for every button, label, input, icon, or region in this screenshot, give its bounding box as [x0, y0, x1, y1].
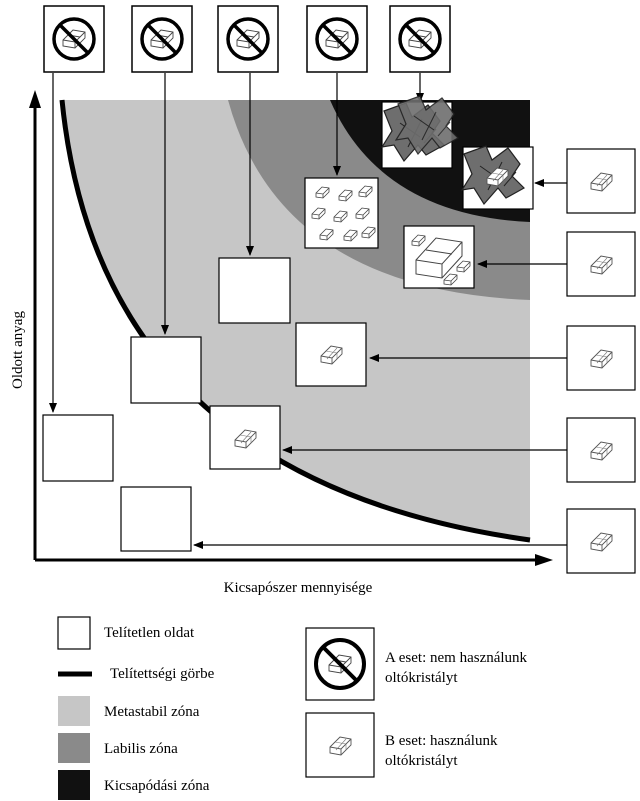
seed-crystal-icon — [566, 508, 636, 574]
axes — [29, 90, 553, 566]
prohibited-crystal-icon — [389, 5, 451, 73]
case-a-text: A eset: nem használunk oltókristályt — [385, 648, 585, 688]
y-axis-label: Oldott anyag — [10, 311, 26, 389]
legend-label-labile: Labilis zóna — [104, 741, 178, 757]
legend-swatch-metastable — [58, 696, 90, 726]
result-clear-2 — [130, 336, 202, 404]
result-crystal-1 — [295, 322, 367, 387]
x-axis-label: Kicsapószer mennyisége — [224, 580, 373, 596]
case-a-line-1: A eset: nem használunk — [385, 650, 528, 666]
result-crystal-2 — [209, 405, 281, 470]
case-a-line-2: oltókristályt — [385, 670, 458, 686]
result-amorphous-2 — [461, 145, 534, 210]
legend-swatch-unsaturated — [57, 616, 91, 650]
result-clear-4 — [120, 486, 192, 552]
result-clear-3 — [218, 257, 291, 324]
legend-label-metastable: Metastabil zóna — [104, 704, 200, 720]
seed-crystal-icon — [566, 325, 636, 391]
case-a-boxes — [43, 5, 451, 73]
seed-crystal-icon — [566, 148, 636, 214]
legend-label-precipitation: Kicsapódási zóna — [104, 778, 210, 794]
seed-crystal-icon — [566, 417, 636, 483]
case-b-legend-icon — [305, 712, 375, 778]
case-b-arrows — [193, 179, 567, 549]
result-many-crystals — [304, 177, 379, 249]
legend-swatch-labile — [58, 733, 90, 763]
prohibited-crystal-icon — [131, 5, 193, 73]
case-a-legend-icon — [305, 627, 375, 701]
prohibited-crystal-icon — [43, 5, 105, 73]
case-b-boxes — [566, 148, 636, 574]
prohibited-crystal-icon — [217, 5, 279, 73]
legend-label-unsaturated: Telítetlen oldat — [104, 625, 195, 641]
case-b-line-1: B eset: használunk — [385, 733, 498, 749]
result-large-crystal — [403, 225, 475, 289]
result-clear-1 — [42, 414, 114, 482]
legend — [57, 616, 92, 800]
seed-crystal-icon — [566, 231, 636, 297]
prohibited-crystal-icon — [306, 5, 368, 73]
case-b-results — [120, 145, 534, 552]
case-b-line-2: oltókristályt — [385, 753, 458, 769]
legend-swatch-precipitation — [58, 770, 90, 800]
case-b-text: B eset: használunk oltókristályt — [385, 731, 585, 771]
legend-label-curve: Telítettségi görbe — [110, 666, 215, 682]
case-a-results — [42, 95, 459, 482]
result-amorphous-1 — [381, 95, 459, 169]
